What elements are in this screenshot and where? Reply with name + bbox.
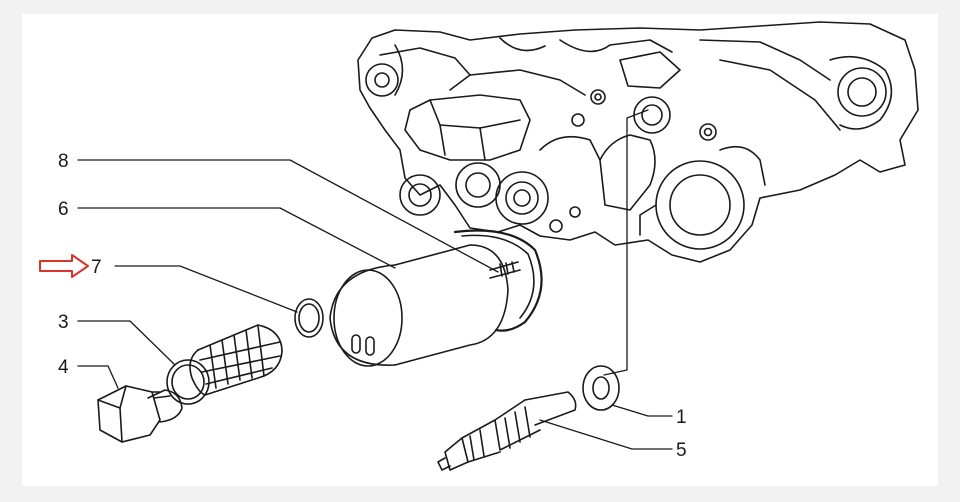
callout-4: 4 [58, 357, 69, 378]
callout-5: 5 [676, 440, 687, 461]
callout-6: 6 [58, 199, 69, 220]
filter-cartridge [329, 229, 543, 367]
callout-8: 8 [58, 151, 69, 172]
diagram-frame [22, 14, 938, 486]
o-ring-seal [294, 298, 324, 338]
drain-plug [97, 385, 183, 443]
engine-casing [357, 21, 919, 263]
sealing-washer [166, 359, 210, 405]
leader-lines [77, 109, 673, 450]
callout-7: 7 [91, 257, 102, 278]
arrow-right-icon [39, 254, 89, 278]
callout-3: 3 [58, 312, 69, 333]
pressure-sensor [437, 391, 577, 471]
callout-1: 1 [676, 407, 687, 428]
washer [582, 365, 620, 411]
